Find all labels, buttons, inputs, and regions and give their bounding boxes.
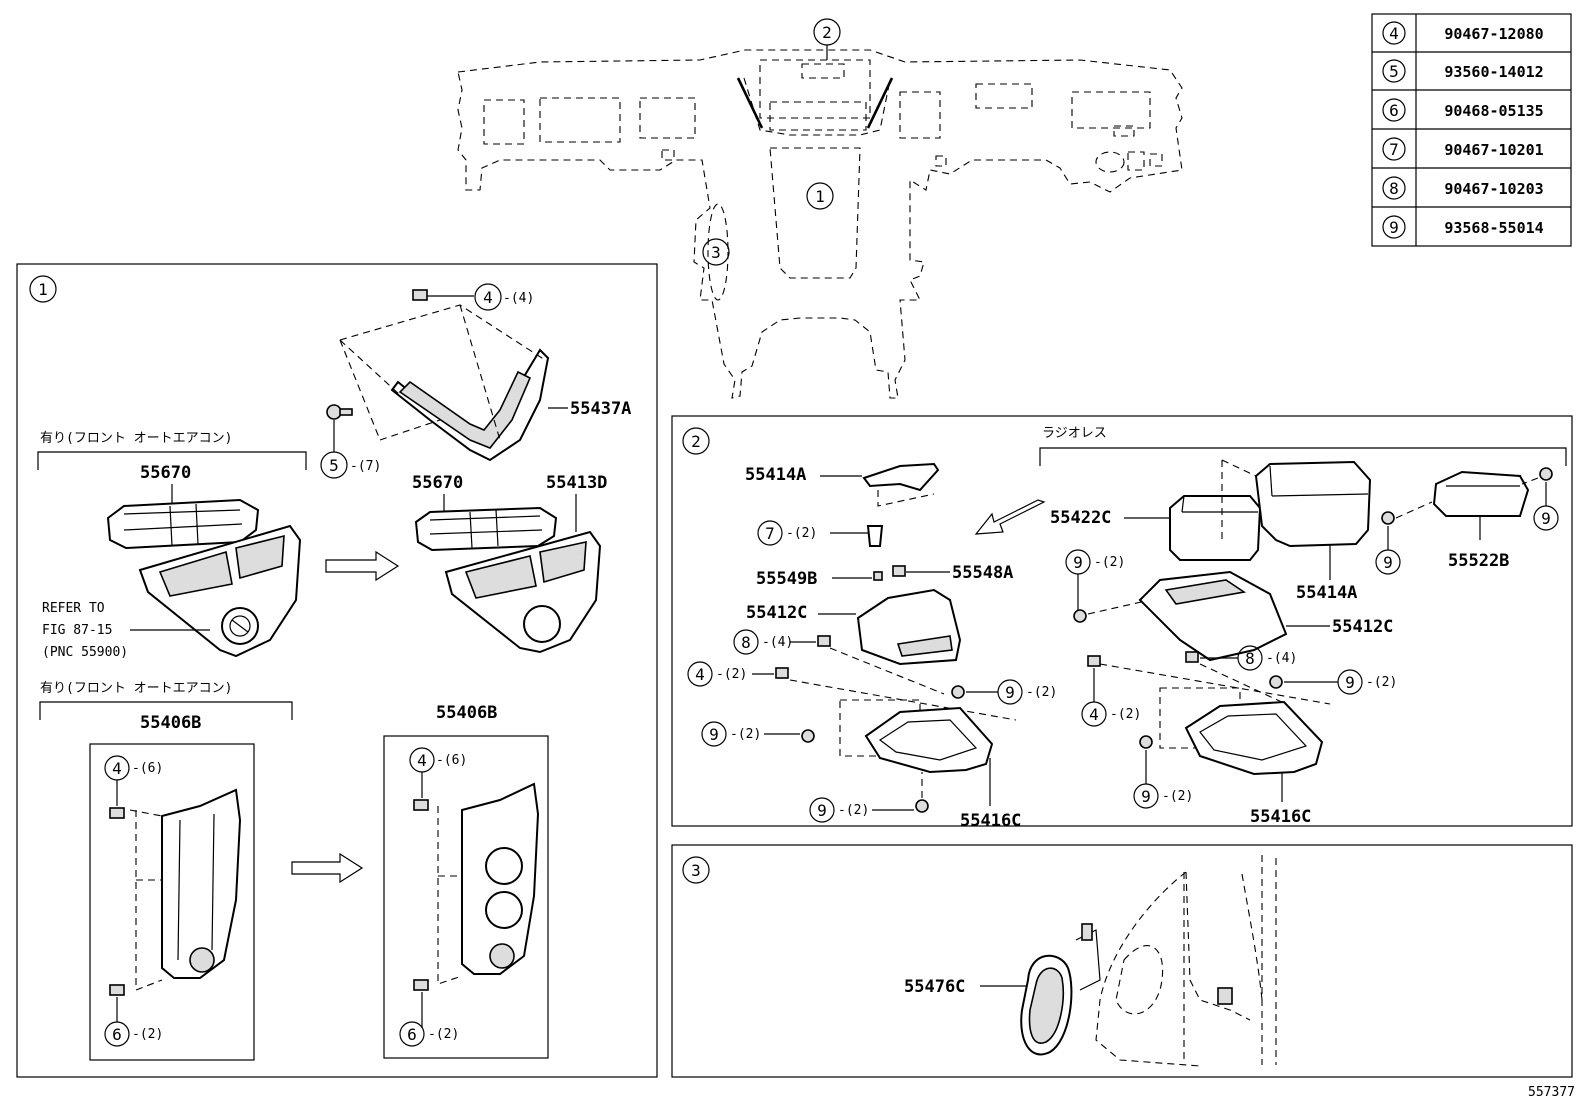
box2-note: ラジオレス xyxy=(1042,426,1107,441)
refer-line-2: FIG 87-15 xyxy=(42,623,112,638)
label-55422C: 55422C xyxy=(1050,508,1111,528)
box1-clip-4-left: 4 xyxy=(112,759,122,778)
table-part-no: 90467-10203 xyxy=(1444,180,1543,198)
box1-clip-6-left-qty: -(2) xyxy=(132,1027,163,1042)
box2-clip-4-left: 4 xyxy=(695,665,705,684)
box2-screw-9-a: 9 xyxy=(1005,683,1015,702)
box2-clip-4-left-qty: -(2) xyxy=(716,667,747,682)
table-row: 8 90467-10203 xyxy=(1382,176,1544,200)
box2-screw-9-c: 9 xyxy=(817,801,827,820)
box1-screw-5: 5 xyxy=(329,456,339,475)
box1-clip-6-left: 6 xyxy=(112,1025,122,1044)
table-ref: 9 xyxy=(1389,218,1399,237)
box2-screw-9-e: 9 xyxy=(1541,509,1551,528)
box1-screw-5-qty: -(7) xyxy=(350,459,381,474)
box1-clip-4: 4 xyxy=(483,288,493,307)
box2-clip-4-right-qty: -(2) xyxy=(1110,707,1141,722)
label-55412C-left: 55412C xyxy=(746,603,807,623)
box1-clip-6-right-qty: -(2) xyxy=(428,1027,459,1042)
table-row: 9 93568-55014 xyxy=(1382,215,1544,239)
box1-clip-6-right: 6 xyxy=(407,1025,417,1044)
table-ref: 5 xyxy=(1389,62,1399,81)
refer-line-3: (PNC 55900) xyxy=(42,645,128,660)
box2-clip-8-right-qty: -(4) xyxy=(1266,651,1297,666)
label-55476C: 55476C xyxy=(904,977,965,997)
box2-screw-9-h: 9 xyxy=(1141,787,1151,806)
box2-screw-9-h-qty: -(2) xyxy=(1162,789,1193,804)
table-row: 6 90468-05135 xyxy=(1382,98,1544,122)
box1-clip-4-right-qty: -(6) xyxy=(436,753,467,768)
box2-screw-9-d: 9 xyxy=(1383,553,1393,572)
box2-clip-8-right: 8 xyxy=(1245,649,1255,668)
label-55522B: 55522B xyxy=(1448,551,1509,571)
box1-clip-4-left-qty: -(6) xyxy=(132,761,163,776)
box2-screw-9-a-qty: -(2) xyxy=(1026,685,1057,700)
table-row: 5 93560-14012 xyxy=(1382,59,1544,83)
box2-screw-9-c-qty: -(2) xyxy=(838,803,869,818)
table-part-no: 90468-05135 xyxy=(1444,102,1543,120)
label-55413D: 55413D xyxy=(546,473,607,493)
dashboard-overview: 2 1 3 xyxy=(457,18,1183,399)
box2-id: 2 xyxy=(691,432,701,451)
box2-screw-9-g-qty: -(2) xyxy=(1366,675,1397,690)
table-ref: 8 xyxy=(1389,179,1399,198)
label-55670-left: 55670 xyxy=(140,463,191,483)
table-part-no: 93568-55014 xyxy=(1444,219,1543,237)
label-55437A: 55437A xyxy=(570,399,631,419)
label-55416C-right: 55416C xyxy=(1250,807,1311,827)
detail-box-1: 1 4 -(4) 55437A 5 -(7) 有り(フロント オートエアコン) … xyxy=(16,263,658,1078)
illustration-number: 557377 xyxy=(1528,1085,1575,1099)
box2-screw-9-g: 9 xyxy=(1345,673,1355,692)
box1-clip-4-right: 4 xyxy=(417,751,427,770)
callout-1: 1 xyxy=(815,187,825,206)
label-55406B-left: 55406B xyxy=(140,713,201,733)
box1-note-top: 有り(フロント オートエアコン) xyxy=(40,431,232,446)
parts-table: 4 90467-12080 5 93560-14012 6 90468-0513… xyxy=(1371,13,1572,247)
detail-box-2: 2 ラジオレス 55414A 7 -(2) 55549B 55548A 5541… xyxy=(671,415,1573,831)
table-part-no: 90467-10201 xyxy=(1444,141,1543,159)
box3-id: 3 xyxy=(691,861,701,880)
callout-3: 3 xyxy=(711,243,721,262)
box2-screw-9-b: 9 xyxy=(709,725,719,744)
label-55549B: 55549B xyxy=(756,569,817,589)
box1-clip-4-qty: -(4) xyxy=(503,291,534,306)
box1-note-bottom: 有り(フロント オートエアコン) xyxy=(40,681,232,696)
box1-id: 1 xyxy=(38,280,48,299)
label-55412C-right: 55412C xyxy=(1332,617,1393,637)
label-55414A-right: 55414A xyxy=(1296,583,1357,603)
box2-clip-8-left-qty: -(4) xyxy=(762,635,793,650)
box2-screw-9-f: 9 xyxy=(1073,553,1083,572)
box2-screw-9-f-qty: -(2) xyxy=(1094,555,1125,570)
table-part-no: 90467-12080 xyxy=(1444,25,1543,43)
detail-box-3: 3 55476C xyxy=(671,844,1573,1078)
label-55414A-top: 55414A xyxy=(745,465,806,485)
label-55548A: 55548A xyxy=(952,563,1013,583)
box2-clip-7-qty: -(2) xyxy=(786,526,817,541)
box2-clip-7: 7 xyxy=(765,524,775,543)
label-55406B-right: 55406B xyxy=(436,703,497,723)
table-part-no: 93560-14012 xyxy=(1444,63,1543,81)
callout-2: 2 xyxy=(822,23,832,42)
box2-clip-8-left: 8 xyxy=(741,633,751,652)
table-ref: 4 xyxy=(1389,24,1399,43)
table-ref: 7 xyxy=(1389,140,1399,159)
table-row: 4 90467-12080 xyxy=(1382,21,1544,45)
table-row: 7 90467-10201 xyxy=(1382,137,1544,161)
table-ref: 6 xyxy=(1389,101,1399,120)
box2-screw-9-b-qty: -(2) xyxy=(730,727,761,742)
label-55416C-left: 55416C xyxy=(960,811,1021,831)
box2-clip-4-right: 4 xyxy=(1089,705,1099,724)
refer-line-1: REFER TO xyxy=(42,601,105,616)
label-55670-right: 55670 xyxy=(412,473,463,493)
